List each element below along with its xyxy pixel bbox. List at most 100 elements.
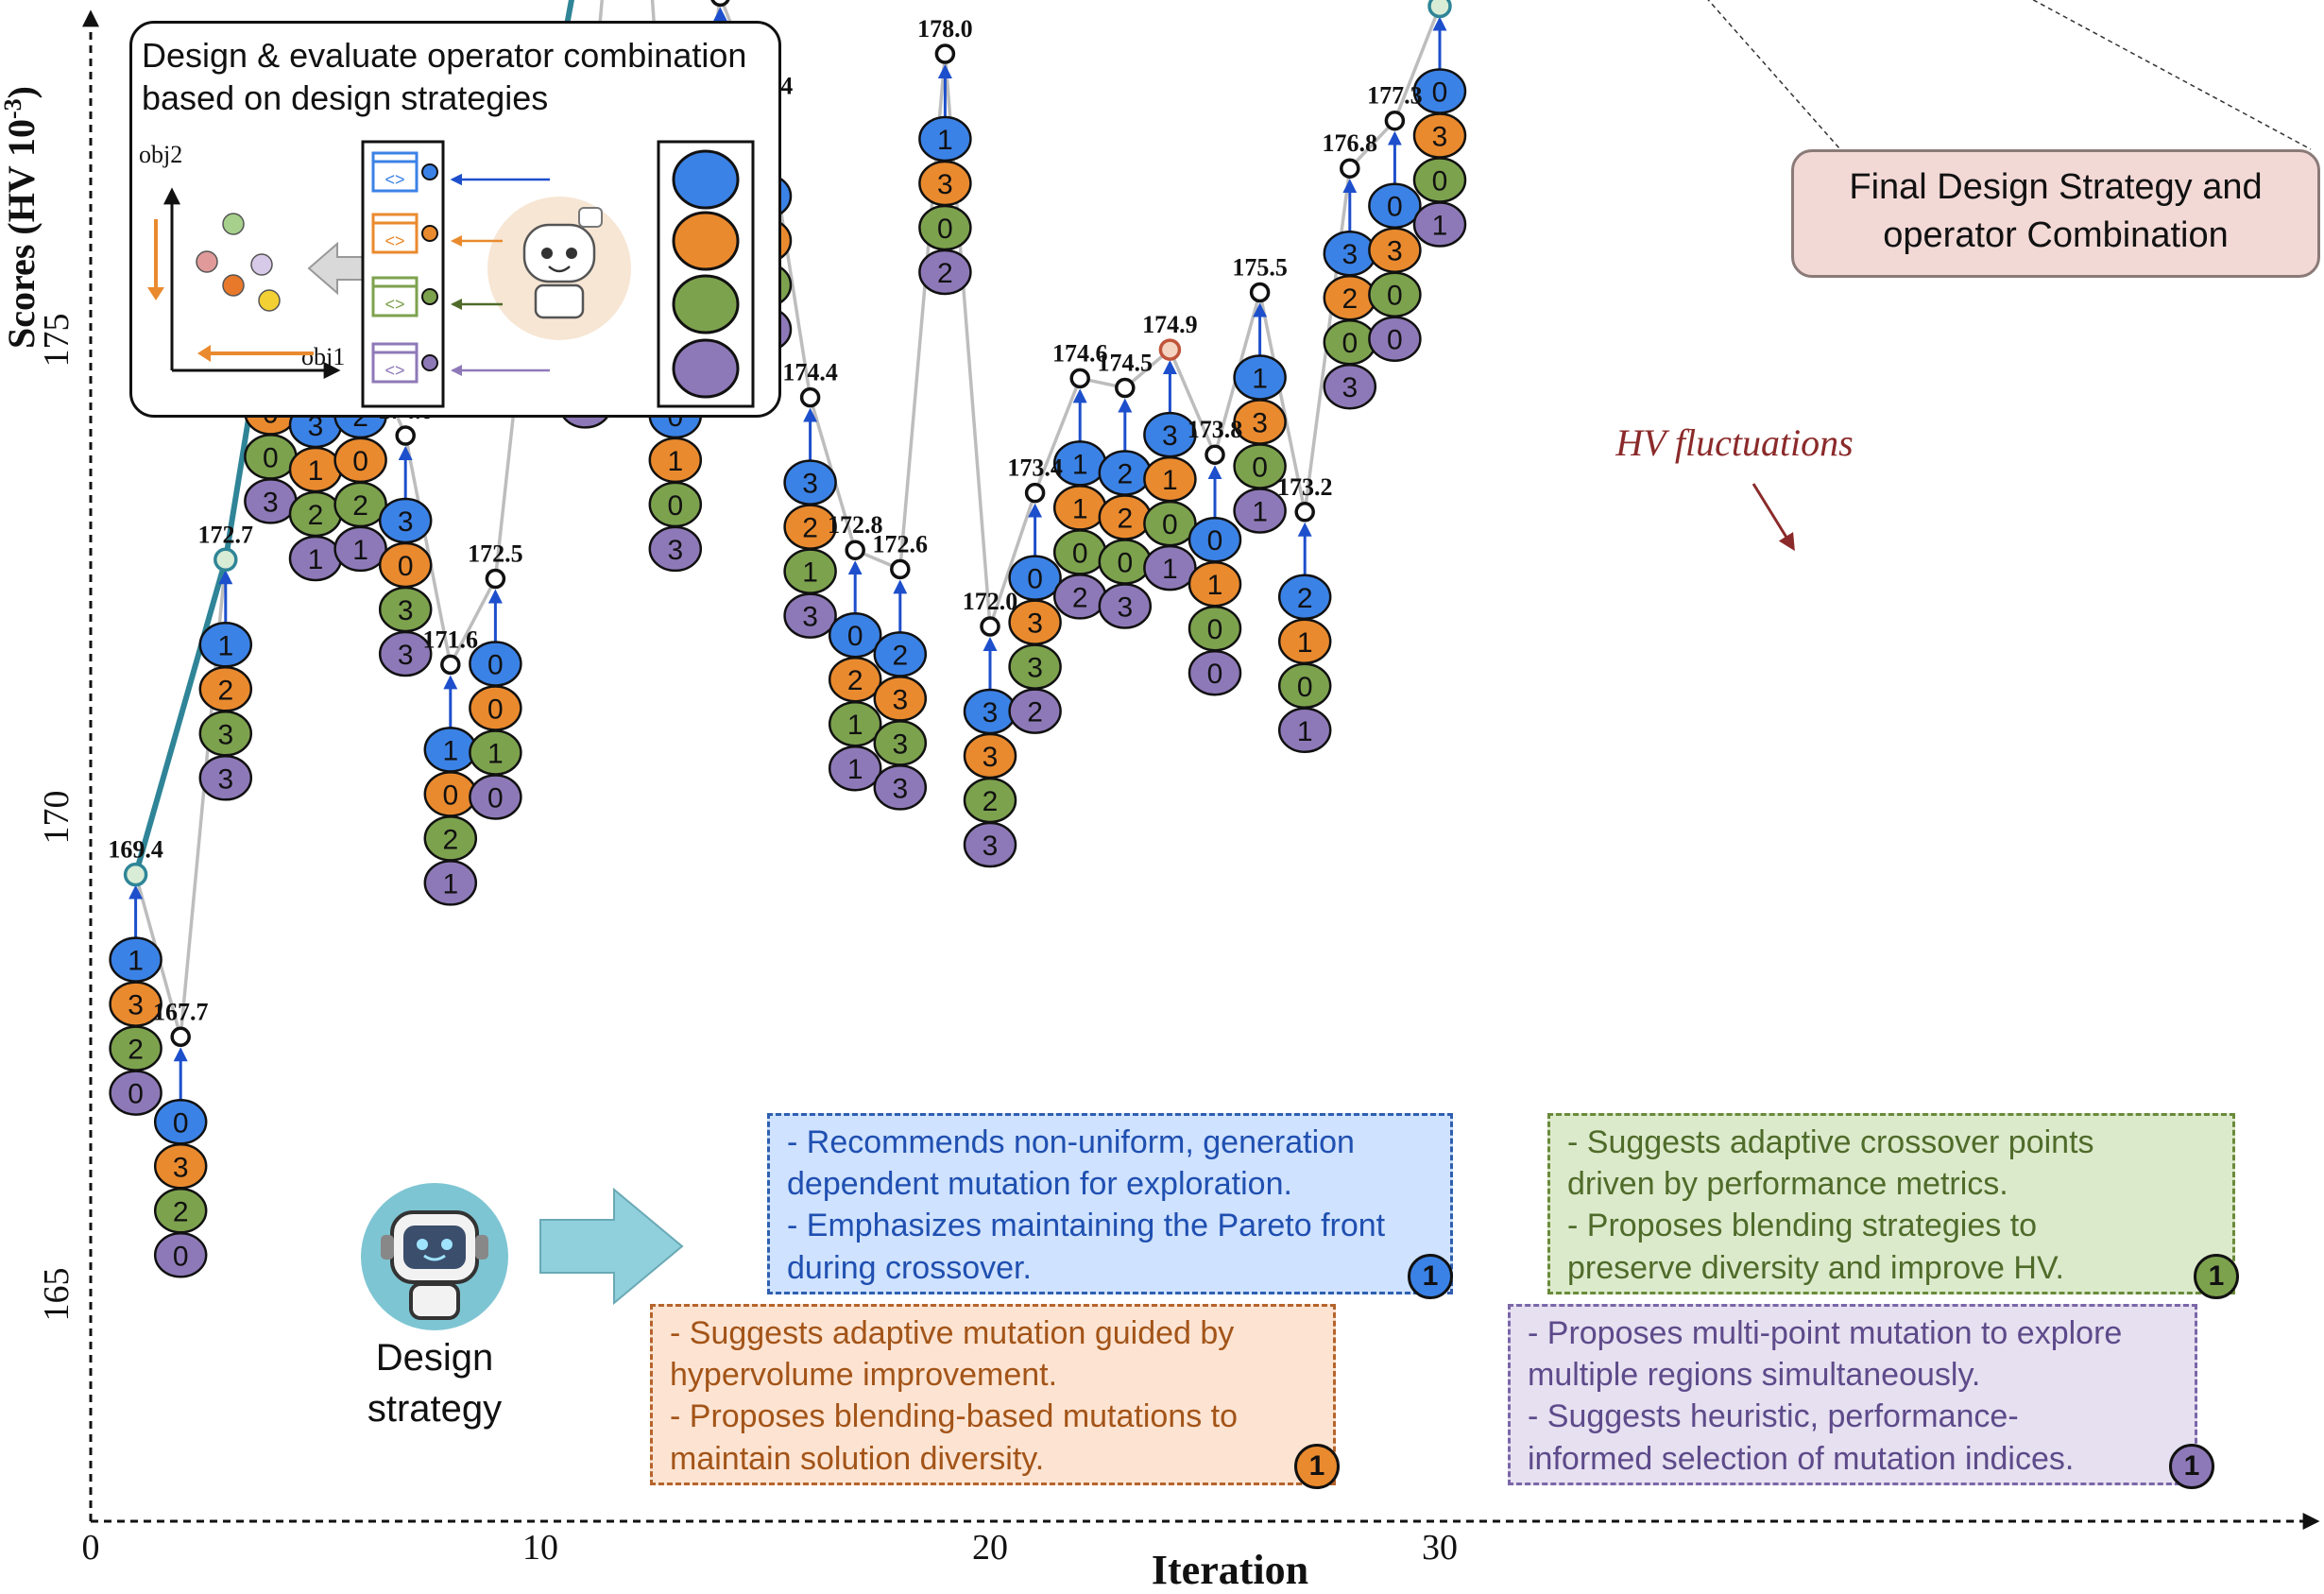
- operator-digit: 1: [1162, 465, 1178, 496]
- score-marker: [934, 43, 956, 64]
- operator-digit: 0: [1297, 672, 1313, 703]
- operator-digit: 1: [308, 544, 324, 575]
- operator-circle: [1277, 707, 1332, 754]
- strategy-purple-line-4: informed selection of mutation indices.: [1528, 1440, 2075, 1477]
- annotation-graphics: HV fluctuations: [1615, 0, 2312, 552]
- operator-digit: 3: [802, 469, 818, 500]
- operator-digit: 1: [1252, 364, 1268, 395]
- operator-digit: 1: [1207, 570, 1223, 601]
- x-tick-label: 0: [82, 1528, 100, 1568]
- operator-digit: 0: [352, 446, 368, 477]
- operator-digit: 0: [1117, 548, 1133, 579]
- operator-digit: 3: [398, 506, 414, 538]
- operator-digit: 2: [1027, 697, 1043, 728]
- score-marker: [170, 1026, 191, 1048]
- final-connector: [2031, 0, 2312, 150]
- final-box-line-1: Final Design Strategy and: [1849, 167, 2263, 207]
- score-marker: [1024, 482, 1046, 504]
- strategy-purple-line-1: - Proposes multi-point mutation to explo…: [1528, 1315, 2123, 1351]
- obj1-label: obj1: [301, 343, 345, 370]
- score-marker: [440, 654, 461, 676]
- operator-digit: 2: [352, 490, 368, 522]
- operator-digit: 2: [173, 1196, 189, 1227]
- operator-digit: 0: [937, 214, 953, 245]
- operator-blue: [672, 149, 740, 210]
- y-axis-title: Scores (HV 10-3): [0, 86, 43, 349]
- robot-assistant-icon: [487, 197, 631, 340]
- operator-digit: 1: [308, 455, 324, 487]
- inset-title-line-2: based on design strategies: [142, 78, 549, 117]
- strategy-orange-line-4: maintain solution diversity.: [670, 1440, 1045, 1477]
- operator-digit: 0: [1027, 564, 1043, 595]
- operator-arrow-head: [451, 299, 462, 310]
- operator-digit: 0: [1341, 328, 1358, 359]
- score-marker: [980, 616, 1000, 637]
- operator-digit: 1: [937, 125, 953, 156]
- operator-green: [672, 274, 740, 334]
- final-box-line-2: operator Combination: [1883, 215, 2229, 256]
- operator-circle: [1143, 544, 1197, 591]
- score-marker: [1294, 502, 1315, 523]
- best-score-marker: [1427, 0, 1452, 19]
- score-marker: [1069, 368, 1090, 389]
- operator-circle: [1098, 583, 1153, 629]
- best-score-marker: [123, 862, 148, 887]
- pareto-point: [222, 213, 245, 235]
- operator-digit: 3: [983, 742, 999, 773]
- value-label: 173.8: [1188, 416, 1243, 443]
- operator-circle: [918, 249, 972, 296]
- operator-digit: 2: [217, 675, 233, 706]
- operator-digit: 0: [1207, 525, 1223, 557]
- operator-digit: 3: [398, 595, 414, 626]
- operator-digit: 1: [1297, 627, 1313, 659]
- operator-digit: 1: [487, 739, 504, 770]
- operator-digit: 2: [128, 1035, 144, 1066]
- operator-digit: 0: [487, 650, 504, 681]
- operator-digit: 1: [442, 735, 458, 766]
- strategy-blue-line-3: - Emphasizes maintaining the Pareto fron…: [787, 1208, 1386, 1244]
- value-label: 174.5: [1098, 350, 1153, 377]
- operator-circle: [109, 1070, 162, 1116]
- final-strategy-box: Final Design Strategy and operator Combi…: [1791, 149, 2320, 278]
- value-label: 172.5: [468, 540, 523, 568]
- operator-digit: 3: [1027, 653, 1043, 684]
- badge-blue: 1: [1408, 1254, 1453, 1299]
- code-window-icon: <>: [371, 342, 438, 384]
- fluctuation-marker: [1158, 338, 1182, 361]
- operator-orange: [672, 211, 740, 271]
- x-tick-label: 30: [1422, 1528, 1458, 1568]
- operator-digit: 1: [1297, 716, 1313, 747]
- operator-circle: [1233, 488, 1287, 534]
- operator-digit: 0: [847, 621, 863, 652]
- value-label: 173.4: [1007, 454, 1063, 482]
- operator-digit: 0: [1432, 166, 1448, 197]
- pareto-point: [250, 253, 273, 276]
- value-label: 172.8: [828, 511, 883, 539]
- operator-digit: 3: [667, 535, 683, 566]
- design-strategy-label: Design strategy: [321, 1332, 548, 1434]
- strategy-box-green: - Suggests adaptive crossover points dri…: [1547, 1113, 2235, 1294]
- operator-circle: [1188, 649, 1242, 696]
- value-label: 172.0: [963, 588, 1018, 615]
- value-label: 174.9: [1142, 311, 1198, 338]
- y-tick-label: 170: [37, 791, 77, 845]
- score-marker: [395, 425, 416, 446]
- operator-digit: 0: [442, 780, 458, 811]
- strategy-box-purple: - Proposes multi-point mutation to explo…: [1508, 1304, 2197, 1485]
- strategy-green-line-1: - Suggests adaptive crossover points: [1567, 1124, 2094, 1160]
- operator-digit: 3: [1341, 372, 1358, 403]
- y-tick-label: 175: [37, 314, 77, 368]
- operator-purple: [672, 338, 740, 399]
- design-strategy-line-1: Design: [375, 1337, 494, 1379]
- operator-circle: [1323, 363, 1377, 410]
- pareto-point: [196, 250, 218, 273]
- operator-digit: 3: [1387, 236, 1403, 267]
- value-label: 172.6: [873, 530, 929, 557]
- operator-arrow-head: [451, 365, 462, 376]
- operator-digit: 3: [983, 697, 999, 728]
- operator-digit: 3: [937, 169, 953, 200]
- operator-digit: 3: [892, 684, 908, 715]
- operator-digit: 1: [442, 868, 458, 900]
